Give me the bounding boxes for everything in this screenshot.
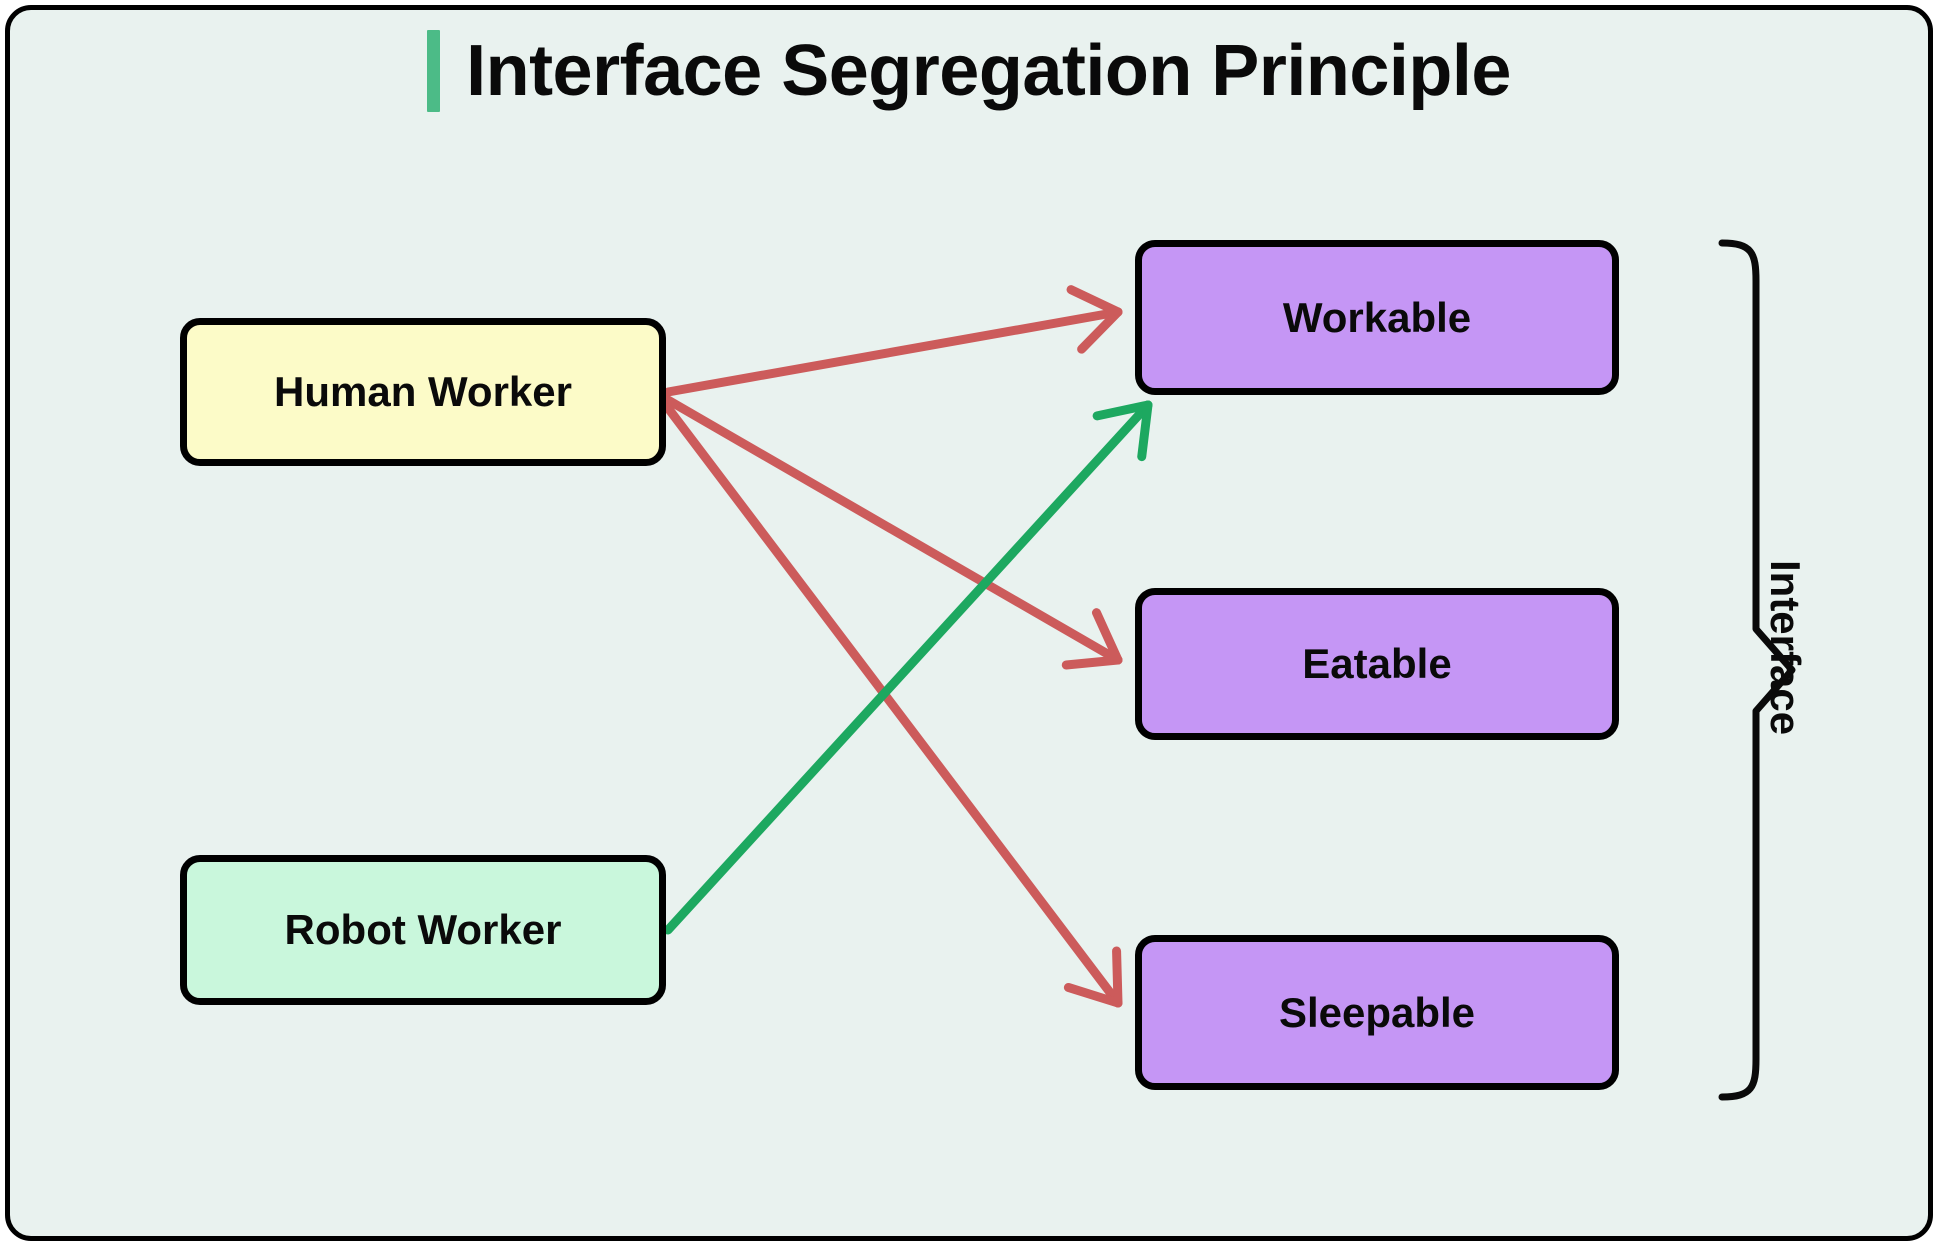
node-workable[interactable]: Workable (1135, 240, 1619, 395)
node-eatable[interactable]: Eatable (1135, 588, 1619, 740)
interface-brace-icon (1718, 239, 1796, 1101)
interface-brace-label: Interface (1762, 560, 1809, 736)
node-human-worker-label: Human Worker (274, 368, 572, 415)
node-workable-label: Workable (1282, 293, 1472, 341)
diagram-frame (5, 5, 1933, 1241)
node-robot-worker[interactable]: Robot Worker (180, 855, 666, 1005)
title-label: Interface Segregation Principle (466, 31, 1511, 111)
node-eatable-label: Eatable (1302, 640, 1452, 687)
title-accent-bar (427, 30, 441, 112)
node-robot-worker-label: Robot Worker (284, 906, 562, 953)
node-sleepable-label: Sleepable (1278, 988, 1476, 1036)
node-human-worker[interactable]: Human Worker (180, 318, 666, 466)
node-sleepable[interactable]: Sleepable (1135, 935, 1619, 1090)
page-title: Interface Segregation Principle (0, 30, 1938, 112)
